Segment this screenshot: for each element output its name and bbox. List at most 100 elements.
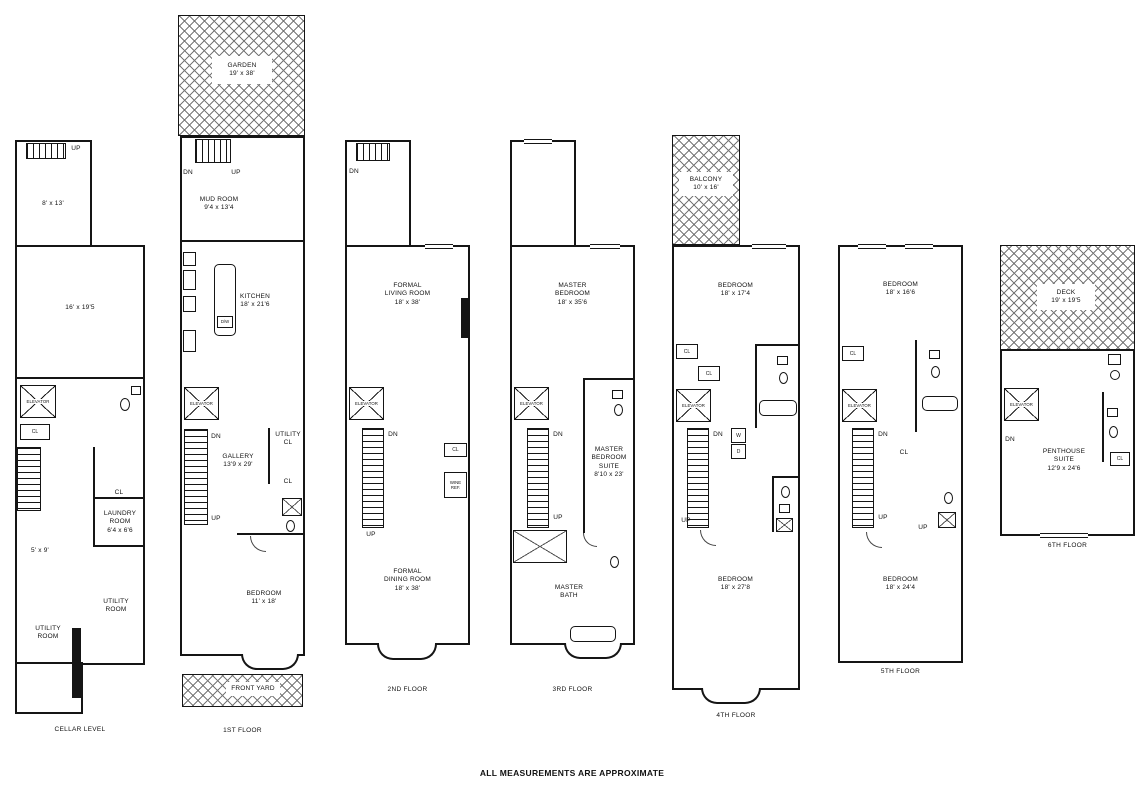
elevator-label: ELEVATOR (353, 401, 379, 406)
elevator: ELEVATOR (514, 387, 549, 420)
washer-box: W (731, 428, 746, 443)
stairs-up-label: UP (918, 524, 928, 531)
interior-wall (772, 476, 774, 532)
interior-wall (268, 428, 270, 484)
elevator-label: ELEVATOR (680, 403, 706, 408)
shower-icon (776, 518, 793, 532)
cellar-extension-wall (15, 662, 83, 714)
window (425, 244, 453, 249)
sink-icon (1107, 408, 1118, 417)
stairs (527, 428, 549, 528)
stairs (26, 143, 66, 159)
elevator-label: ELEVATOR (188, 401, 214, 406)
bay-window (377, 643, 437, 660)
appliance-icon (1108, 354, 1121, 365)
dishwasher-box: D/W (217, 316, 233, 328)
room-label-bedroom: BEDROOM 18' x 16'6 (883, 281, 918, 297)
sink-icon (779, 504, 790, 513)
interior-wall (93, 545, 145, 547)
closet-box: CL (676, 344, 698, 359)
room-label-utility: UTILITY ROOM (35, 625, 61, 641)
window (590, 244, 620, 249)
fireplace (461, 298, 468, 338)
room-label-bedroom: BEDROOM 11' x 18' (246, 590, 282, 606)
closet-label: CL (114, 489, 124, 496)
appliance-icon (183, 270, 196, 290)
floor-caption: CELLAR LEVEL (54, 726, 106, 733)
stairs-dn-label: DN (388, 431, 398, 438)
toilet-icon (931, 366, 940, 378)
stairs-up-label: UP (71, 145, 81, 152)
interior-wall (772, 476, 800, 478)
toilet-icon (120, 398, 130, 411)
stairs-up-label: UP (366, 531, 376, 538)
appliance-icon (183, 252, 196, 266)
stairs (687, 428, 709, 528)
closet-box: CL (444, 443, 467, 457)
room-label-dining: FORMAL DINING ROOM 18' x 38' (384, 568, 431, 592)
stairs (362, 428, 384, 528)
bay-window (241, 654, 299, 670)
interior-wall (915, 340, 917, 432)
floor-caption: 4TH FLOOR (716, 712, 756, 719)
room-label-bedroom: BEDROOM 18' x 24'4 (883, 576, 918, 592)
sink-icon (929, 350, 940, 359)
room-label-mudroom: MUD ROOM 9'4 x 13'4 (199, 196, 239, 212)
stairs (195, 139, 231, 163)
room-label-living: FORMAL LIVING ROOM 18' x 38' (384, 282, 431, 306)
interior-wall (1102, 392, 1104, 462)
elevator: ELEVATOR (184, 387, 219, 420)
window (905, 244, 933, 249)
stairs-up-label: UP (231, 169, 241, 176)
closet-box: CL (20, 424, 50, 440)
toilet-icon (781, 486, 790, 498)
room-label-suite: MASTER BEDROOM SUITE 8'10 x 23' (591, 446, 627, 479)
shower-icon (282, 498, 302, 516)
bay-window (564, 643, 622, 659)
interior-wall (237, 533, 305, 535)
interior-wall (180, 240, 305, 242)
elevator-label: ELEVATOR (25, 399, 51, 404)
room-label-master-bath: MASTER BATH (554, 584, 584, 600)
room-label-gallery: GALLERY 13'9 x 29' (222, 453, 254, 469)
stairs (852, 428, 874, 528)
interior-wall (72, 628, 81, 698)
room-label-laundry: LAUNDRY ROOM 6'4 x 6'6 (103, 510, 137, 534)
elevator: ELEVATOR (1004, 388, 1039, 421)
appliance-icon (183, 296, 196, 312)
sink-icon (612, 390, 623, 399)
room-label-bedroom: BEDROOM 18' x 27'8 (718, 576, 753, 592)
elevator-label: ELEVATOR (846, 403, 872, 408)
window (1040, 533, 1088, 538)
toilet-icon (779, 372, 788, 384)
wine-fridge: WINE REF. (444, 472, 467, 498)
toilet-icon (944, 492, 953, 504)
interior-wall (583, 378, 635, 380)
stove-icon (183, 330, 196, 352)
shower-icon (513, 530, 567, 563)
toilet-icon (610, 556, 619, 568)
window (524, 139, 552, 144)
window (858, 244, 886, 249)
stairs-up-label: UP (211, 515, 221, 522)
room-dim-label: 5' x 9' (31, 547, 49, 554)
stairs-dn-label: DN (211, 433, 221, 440)
floor-caption: 6TH FLOOR (1047, 542, 1088, 549)
closet-box: CL (842, 346, 864, 361)
stairs-dn-label: DN (1005, 436, 1015, 443)
room-label-balcony: BALCONY 10' x 16' (679, 172, 733, 196)
floor-caption: 2ND FLOOR (387, 686, 428, 693)
stairs-up-label: UP (681, 517, 691, 524)
closet-box: CL (1110, 452, 1130, 466)
stairs-up-label: UP (878, 514, 888, 521)
bay-window (701, 688, 761, 704)
stairs-dn-label: DN (349, 168, 359, 175)
interior-wall (755, 344, 800, 346)
stairs-dn-label: DN (183, 169, 193, 176)
floor-caption: 3RD FLOOR (552, 686, 593, 693)
stairs (356, 143, 390, 161)
floor-caption: 1ST FLOOR (223, 727, 262, 734)
room-label-utility: UTILITY ROOM (103, 598, 129, 614)
elevator: ELEVATOR (20, 385, 56, 418)
stairs-dn-label: DN (878, 431, 888, 438)
